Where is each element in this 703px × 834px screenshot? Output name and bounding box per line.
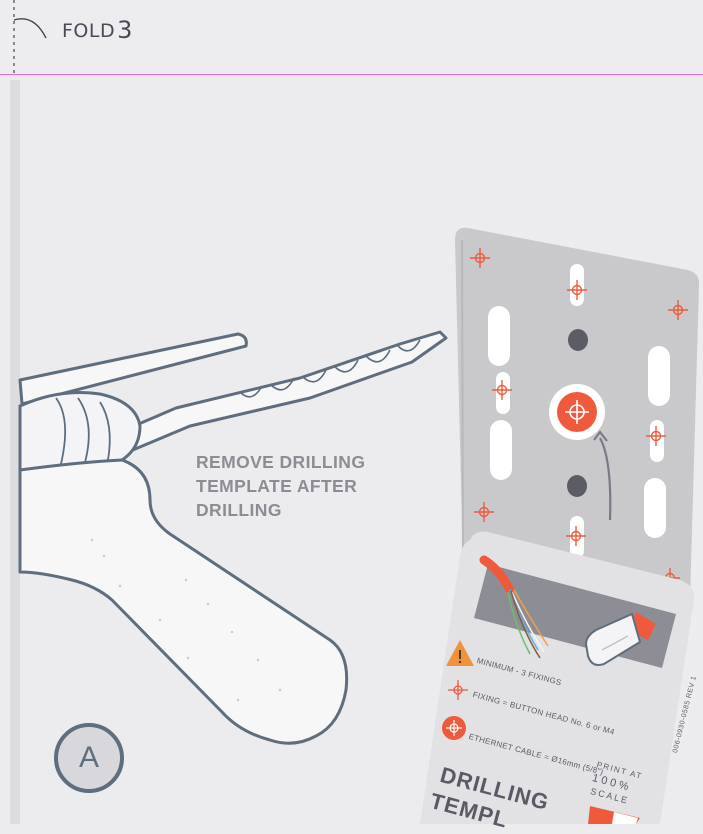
step-badge: A: [54, 723, 124, 793]
caption-line-1: REMOVE DRILLING: [196, 450, 416, 474]
caption-line-3: DRILLING: [196, 498, 416, 522]
drill: [20, 332, 446, 743]
instruction-caption: REMOVE DRILLING TEMPLATE AFTER DRILLING: [196, 450, 416, 522]
caption-line-2: TEMPLATE AFTER: [196, 474, 416, 498]
fold-arc-icon: [14, 0, 46, 74]
